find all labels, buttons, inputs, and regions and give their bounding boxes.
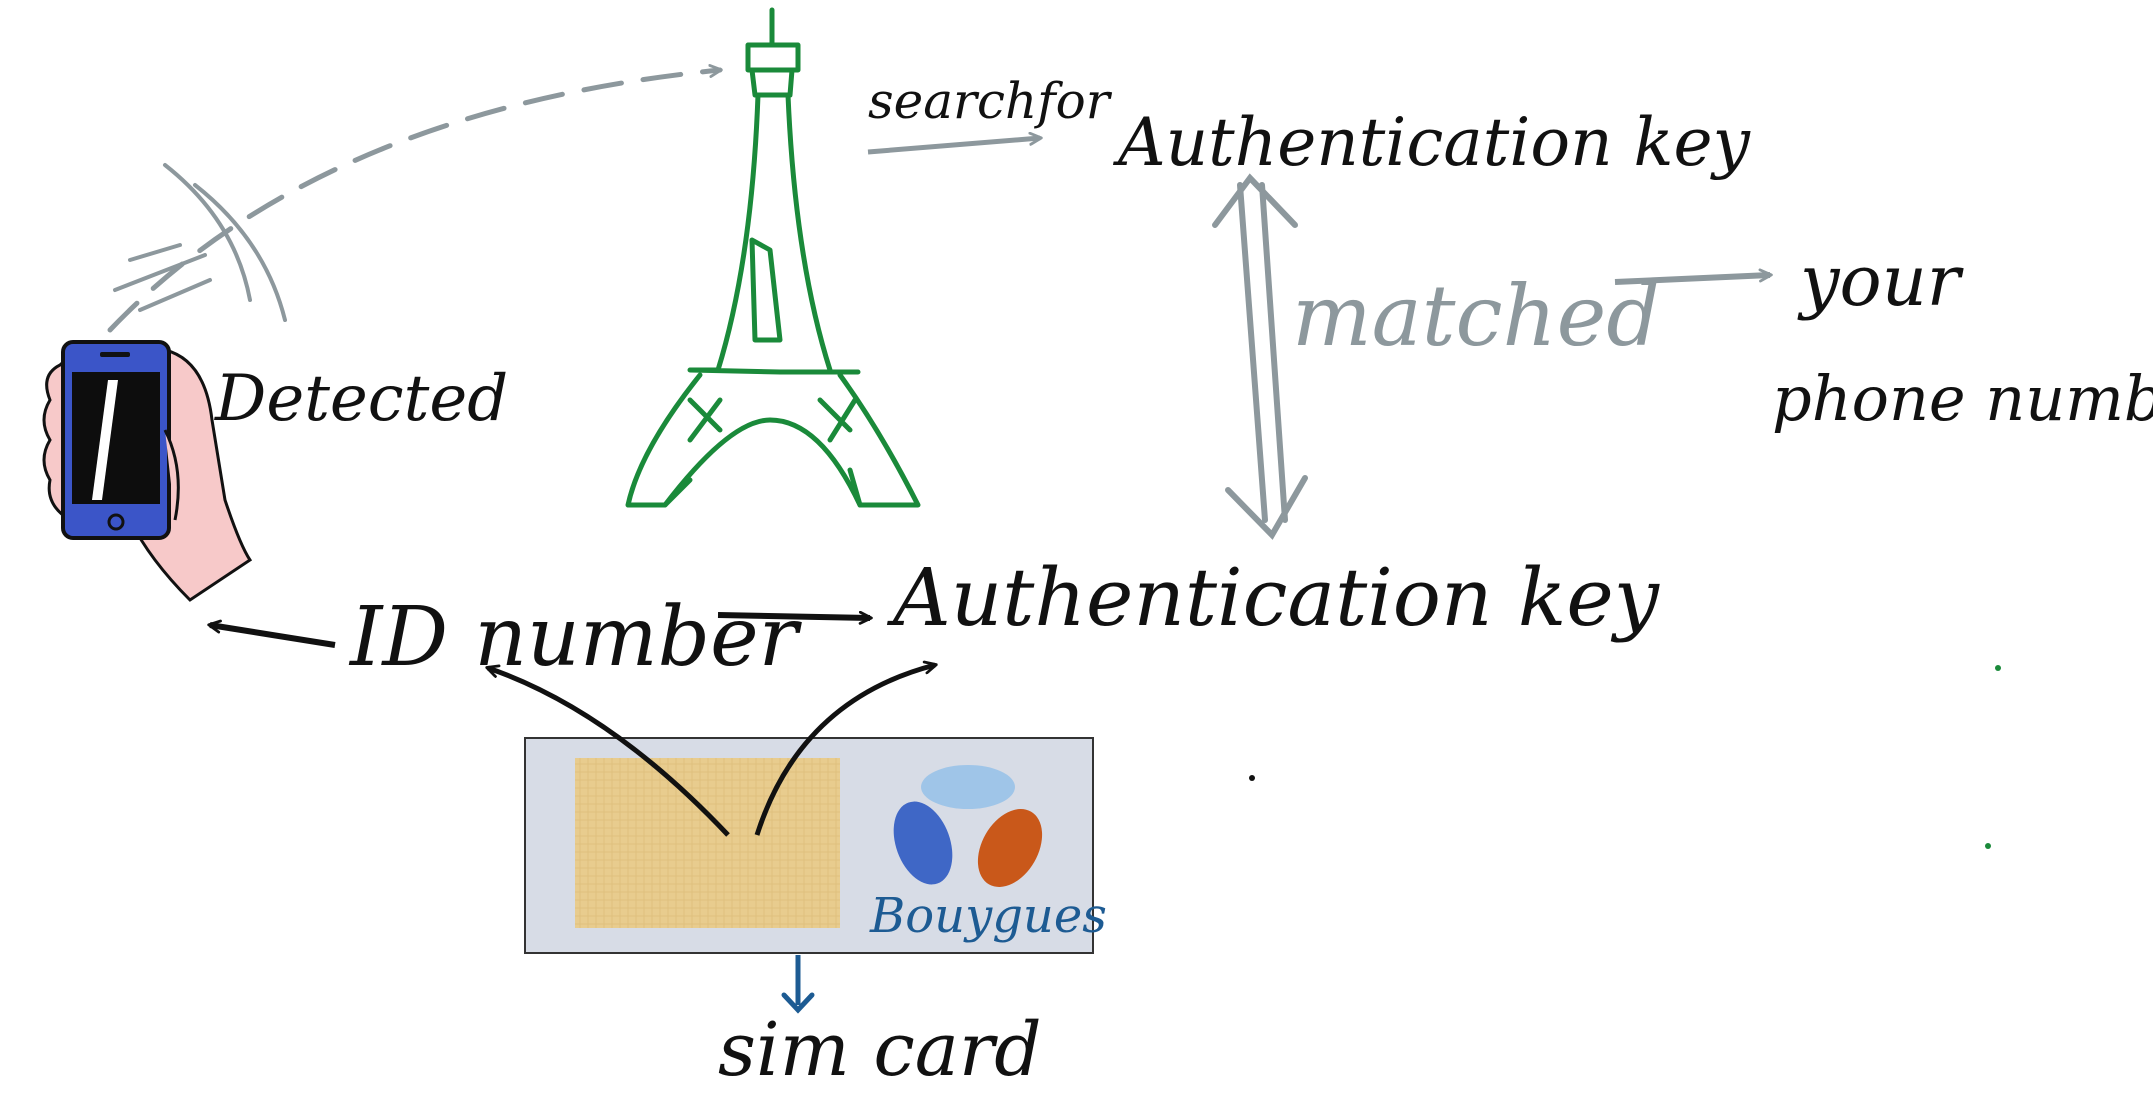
- search-for-label: searchfor: [868, 72, 1113, 130]
- bouygues-logo-icon: [893, 765, 1043, 887]
- sim-card: Bouygues: [524, 737, 1107, 954]
- matched-label: matched: [1292, 267, 1660, 365]
- matched-to-phone-arrow: [1614, 268, 1773, 285]
- chip-to-auth-arrow: [754, 660, 938, 836]
- sim-card-label: sim card: [718, 1007, 1042, 1093]
- signal-dashed-arrow: [107, 64, 723, 333]
- detected-label: Detected: [214, 362, 508, 436]
- id-number-label: ID number: [348, 590, 803, 685]
- id-to-phone-arrow: [207, 619, 336, 648]
- your-label: your: [1797, 240, 1964, 322]
- matched-double-arrow: [1212, 173, 1308, 540]
- phone-number-label: phone number: [1772, 362, 2153, 435]
- signal-waves-icon: [113, 163, 287, 322]
- auth-key-top-label: Authentication key: [1112, 104, 1751, 181]
- stray-dot: [1995, 665, 2001, 671]
- sim-chip-icon: [575, 758, 840, 928]
- chip-to-id-arrow: [485, 664, 730, 837]
- brand-label: Bouygues: [869, 888, 1107, 944]
- phone-icon: [42, 340, 253, 602]
- id-to-auth-arrow: [717, 610, 873, 625]
- search-for-arrow: [867, 131, 1043, 155]
- stray-dot: [1249, 775, 1255, 781]
- stray-dot: [1985, 843, 1991, 849]
- auth-key-bottom-label: Authentication key: [886, 551, 1661, 644]
- eiffel-tower-icon: [625, 7, 921, 508]
